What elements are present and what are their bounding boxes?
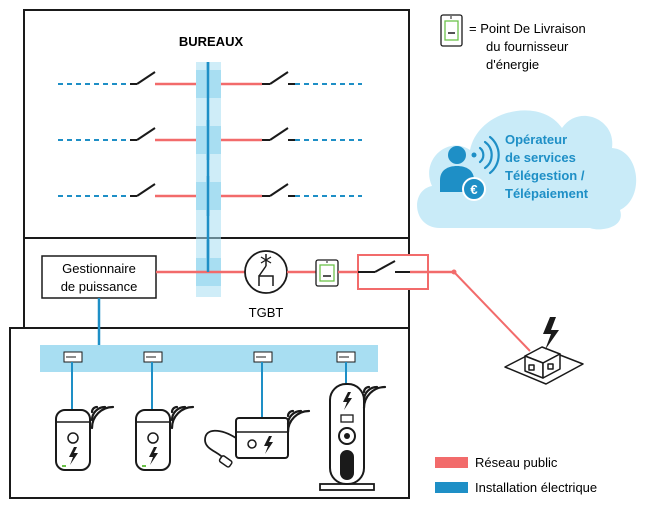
parking-area-outline <box>9 327 410 499</box>
power-manager-box <box>41 255 157 299</box>
power-manager-line1: Gestionnaire <box>62 261 136 276</box>
breaker-icon <box>244 250 288 294</box>
meter-icon <box>440 14 463 47</box>
building-title: BUREAUX <box>179 34 244 49</box>
delivery-point-line3: d'énergie <box>486 57 539 72</box>
cloud-line2: de services <box>505 150 576 165</box>
wifi-icon <box>170 405 195 430</box>
switch-icon <box>374 260 396 273</box>
switch-icon <box>136 71 156 85</box>
floor-circuit-3 <box>58 176 362 216</box>
wifi-icon <box>362 385 387 410</box>
euro-icon: € <box>462 177 486 201</box>
charger-bus <box>40 345 378 372</box>
svg-text:€: € <box>470 182 477 197</box>
delivery-point-line1: = Point De Livraison <box>469 21 586 36</box>
wifi-icon <box>90 405 115 430</box>
wifi-icon <box>286 409 311 434</box>
legend-public-network: Réseau public <box>475 455 558 470</box>
meter-icon <box>315 259 339 287</box>
delivery-point-line2: du fournisseur <box>486 39 569 54</box>
floor-circuit-2 <box>58 120 362 160</box>
legend-swatch-installation <box>435 482 468 493</box>
legend-electrical-installation: Installation électrique <box>475 480 597 495</box>
charger-icon <box>135 409 171 471</box>
charger-icon <box>319 383 375 491</box>
floor-circuit-1 <box>58 62 362 98</box>
charger-icon <box>204 417 289 468</box>
tgbt-label: TGBT <box>249 305 284 320</box>
charger-icon <box>55 409 91 471</box>
cloud-line1: Opérateur <box>505 132 567 147</box>
cloud-line4: Télépaiement <box>505 186 589 201</box>
power-manager-line2: de puissance <box>61 279 138 294</box>
house-lightning-icon <box>504 317 584 385</box>
legend-swatch-public <box>435 457 468 468</box>
cloud-line3: Télégestion / <box>505 168 585 183</box>
